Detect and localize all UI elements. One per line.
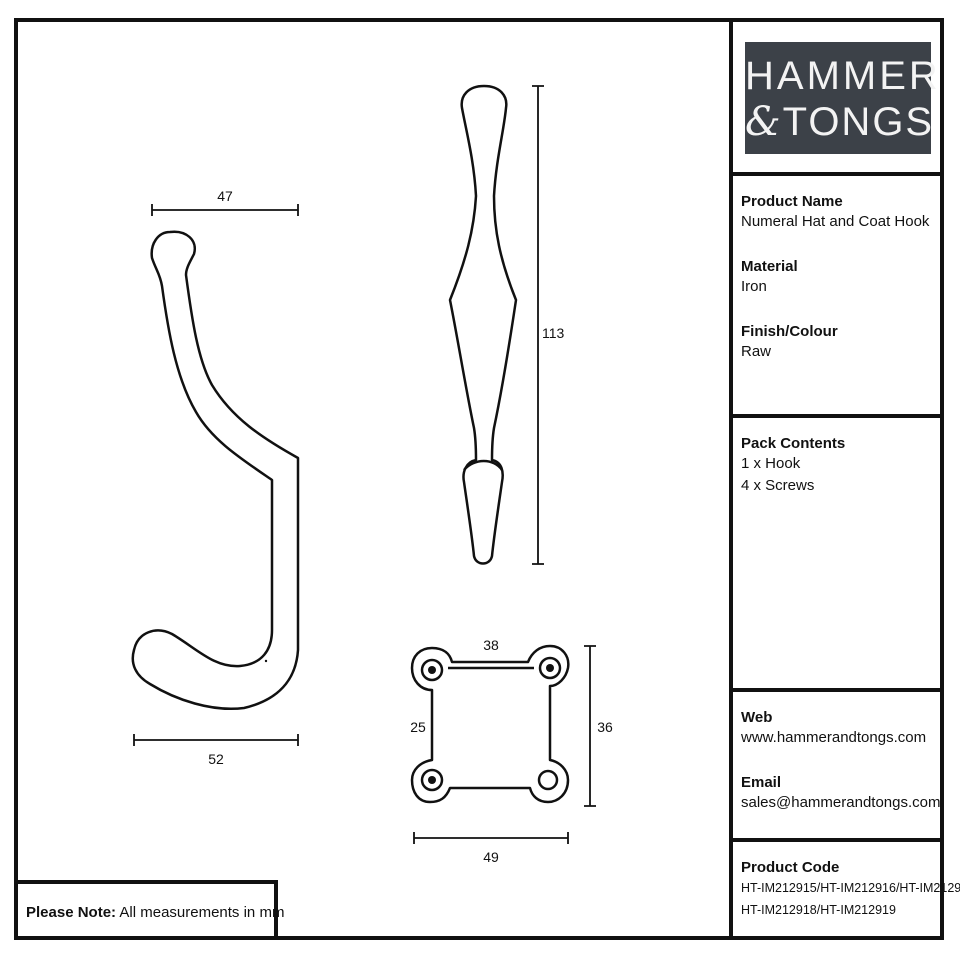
finish-value: Raw [741,343,772,360]
product-code-label: Product Code [741,859,840,876]
web-link[interactable]: www.hammerandtongs.com [741,729,927,746]
logo-ampersand: & [745,99,783,145]
dim-plate-width: 49 [483,849,499,865]
logo-line-2: &TONGS [745,99,932,145]
measurement-note: Please Note: All measurements in mm [14,880,284,940]
product-info-panel: Product Name Numeral Hat and Coat Hook M… [729,172,944,418]
dim-hook-bottom-width: 52 [208,751,224,767]
logo-line-1: HAMMER [745,54,941,98]
logo-panel: HAMMER &TONGS [729,18,944,176]
finish-label: Finish/Colour [741,323,838,340]
dimension-lines [133,85,596,844]
brand-logo: HAMMER &TONGS [745,42,941,154]
pack-contents-label: Pack Contents [741,435,846,452]
hook-side-outline [131,230,300,710]
web-label: Web [741,709,773,726]
product-code-line: HT-IM212918/HT-IM212919 [741,903,896,917]
pack-contents-panel: Pack Contents 1 x Hook 4 x Screws [729,414,944,692]
material-label: Material [741,258,798,275]
note-text: All measurements in mm [119,904,285,921]
hook-front-outline [448,84,518,565]
email-link[interactable]: sales@hammerandtongs.com [741,794,941,811]
dim-plate-height: 36 [597,719,613,735]
dim-front-height: 113 [542,325,565,341]
dim-plate-hole-vertical: 25 [410,719,426,735]
email-label: Email [741,774,782,791]
back-plate-view [410,644,570,804]
pack-item: 4 x Screws [741,477,815,494]
product-code-panel: Product Code HT-IM212915/HT-IM212916/HT-… [729,838,960,940]
contact-panel: Web www.hammerandtongs.com Email sales@h… [729,688,944,842]
hook-side-view [131,230,300,710]
note-label: Please Note: [26,904,117,921]
logo-line-2-text: TONGS [782,100,935,144]
material-value: Iron [741,278,767,295]
product-name-label: Product Name [741,193,843,210]
back-plate-outline [410,644,570,804]
product-name-value: Numeral Hat and Coat Hook [741,213,930,230]
product-code-line: HT-IM212915/HT-IM212916/HT-IM212917 [741,881,960,895]
pack-item: 1 x Hook [741,455,801,472]
hook-front-view [448,84,518,565]
dim-hook-top-width: 47 [217,188,233,204]
dim-plate-hole-spacing: 38 [483,637,499,653]
